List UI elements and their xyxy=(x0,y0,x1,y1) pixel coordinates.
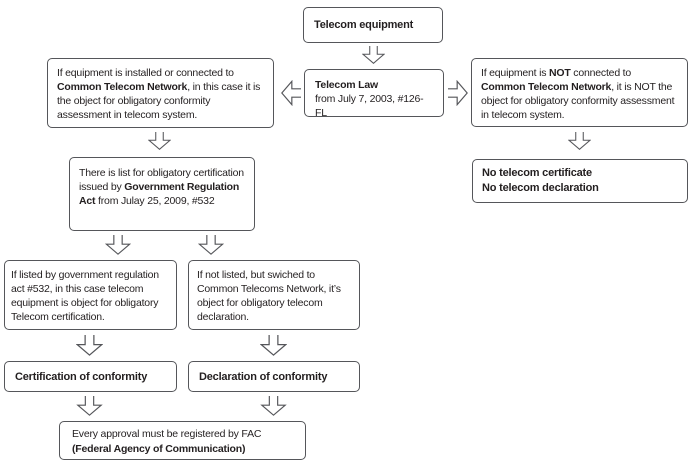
down-arrow-connected-to-list xyxy=(148,132,171,150)
down-arrow-not-connected-to-no-certificate xyxy=(568,132,591,150)
right-arrow-law-to-not-connected xyxy=(448,80,468,106)
box-telecom-equipment: Telecom equipment xyxy=(303,7,443,43)
box-certification-of-conformity: Certification of conformity xyxy=(4,361,177,392)
box-connected-condition: If equipment is installed or connected t… xyxy=(47,58,274,128)
box-if-listed: If listed by government regulation act #… xyxy=(4,260,177,330)
down-arrow-if-listed-to-certification xyxy=(76,335,103,356)
box-not-connected-condition: If equipment is NOT connected to Common … xyxy=(471,58,688,127)
down-arrow-certification-to-fac xyxy=(76,396,103,416)
box-obligatory-certification-list: There is list for obligatory certificati… xyxy=(69,157,255,231)
down-arrow-if-not-listed-to-declaration xyxy=(260,335,287,356)
down-arrow-list-to-if-listed xyxy=(105,235,131,255)
left-arrow-law-to-connected xyxy=(281,80,301,106)
down-arrow-equipment-to-law xyxy=(362,46,385,64)
box-fac-registration: Every approval must be registered by FAC… xyxy=(59,421,306,460)
down-arrow-declaration-to-fac xyxy=(260,396,287,416)
box-if-not-listed: If not listed, but swiched to Common Tel… xyxy=(188,260,360,330)
down-arrow-list-to-if-not-listed xyxy=(198,235,224,255)
box-declaration-of-conformity: Declaration of conformity xyxy=(188,361,360,392)
